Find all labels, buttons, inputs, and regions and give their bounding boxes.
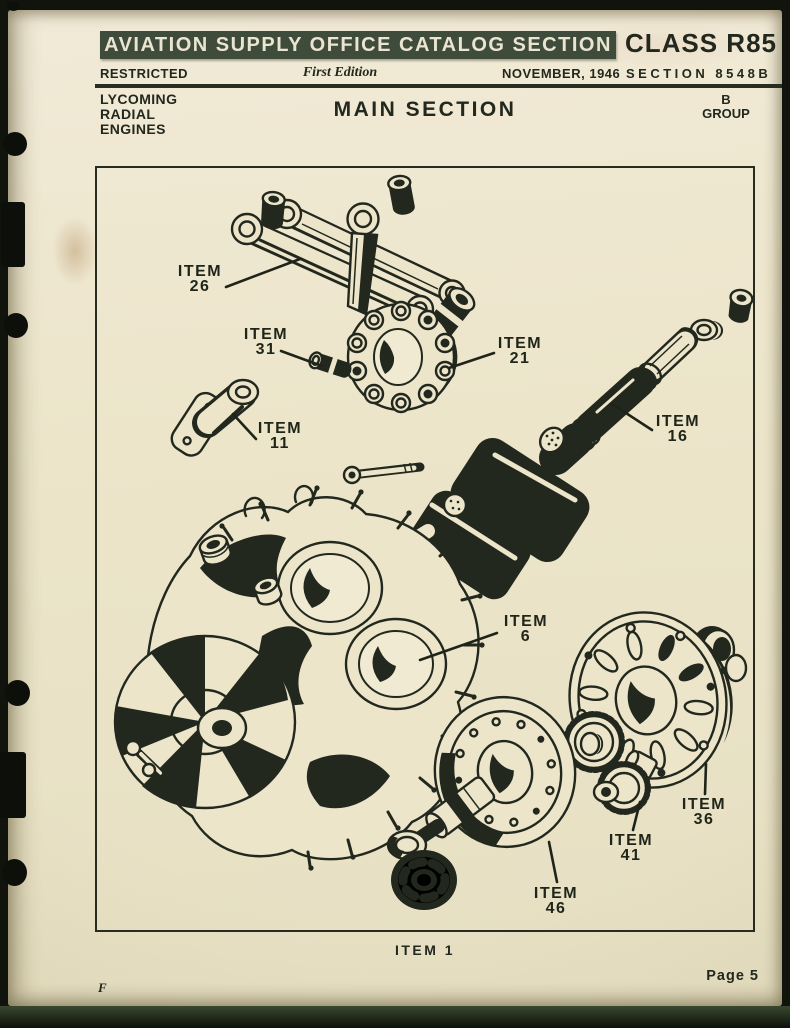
page-title: MAIN SECTION (333, 98, 517, 121)
binder-hole (2, 859, 27, 886)
item-label-number: 26 (189, 278, 211, 295)
edition-note: First Edition (302, 65, 378, 80)
item-label-41: ITEM 41 (603, 832, 659, 864)
item-label-word: ITEM (608, 832, 654, 849)
group-letter: B (721, 92, 731, 107)
restricted-stamp: RESTRICTED (100, 66, 189, 81)
item-label-number: 41 (620, 847, 642, 864)
front-housing-part (386, 695, 577, 910)
item-label-16: ITEM 16 (650, 413, 706, 445)
gear-cluster-part (563, 711, 651, 815)
engine-exploded-diagram (113, 174, 754, 910)
item-label-46: ITEM 46 (528, 885, 584, 917)
leader-lines (224, 257, 708, 884)
scan-bottom-edge (0, 1006, 790, 1028)
section-label: SECTION 8548B (626, 66, 772, 81)
header-rule (95, 84, 782, 88)
org-line: LYCOMING (100, 91, 178, 107)
binder-tab (1, 202, 25, 267)
paper-stain (52, 216, 98, 286)
binder-hole (5, 680, 30, 706)
item-label-number: 46 (545, 900, 567, 917)
group-word: GROUP (702, 106, 750, 121)
item-label-word: ITEM (497, 335, 543, 352)
item-label-word: ITEM (533, 885, 579, 902)
org-line: ENGINES (100, 121, 166, 137)
page-number: Page 5 (706, 968, 759, 984)
piston-pin-part (308, 351, 352, 378)
item-label-word: ITEM (243, 326, 289, 343)
item-label-36: ITEM 36 (676, 796, 732, 828)
class-heading: CLASS R85 (624, 28, 778, 58)
item-label-26: ITEM 26 (172, 263, 228, 295)
engine-family-heading: LYCOMING RADIAL ENGINES (100, 92, 177, 137)
master-rod-part (346, 202, 458, 414)
item-label-number: 21 (509, 350, 531, 367)
item-label-number: 31 (255, 341, 277, 358)
item-label-number: 6 (520, 628, 532, 645)
item-label-number: 36 (693, 811, 715, 828)
binder-tab (0, 752, 26, 818)
part-item-11 (170, 378, 260, 457)
printers-mark: F (98, 980, 107, 995)
item-label-11: ITEM 11 (252, 420, 308, 452)
binder-hole (7, 1, 20, 11)
binder-hole (4, 313, 28, 338)
header-banner-title: AVIATION SUPPLY OFFICE CATALOG SECTION (104, 34, 612, 56)
item-label-6: ITEM 6 (498, 613, 554, 645)
group-heading: B GROUP (676, 93, 776, 121)
item-label-word: ITEM (257, 420, 303, 437)
header-banner: AVIATION SUPPLY OFFICE CATALOG SECTION (100, 31, 616, 59)
item-label-word: ITEM (655, 413, 701, 430)
bolt-part (342, 462, 425, 485)
item-label-word: ITEM (177, 263, 223, 280)
figure-caption: ITEM 1 (394, 942, 456, 958)
org-line: RADIAL (100, 106, 156, 122)
item-label-word: ITEM (503, 613, 549, 630)
item-label-word: ITEM (681, 796, 727, 813)
item-label-21: ITEM 21 (492, 335, 548, 367)
date-label: NOVEMBER, 1946 (502, 66, 621, 81)
binder-hole (3, 132, 27, 156)
blower-section-part (113, 634, 297, 810)
figure-frame (95, 166, 755, 932)
item-label-31: ITEM 31 (238, 326, 294, 358)
item-label-number: 11 (270, 435, 290, 452)
item-label-number: 16 (667, 428, 689, 445)
